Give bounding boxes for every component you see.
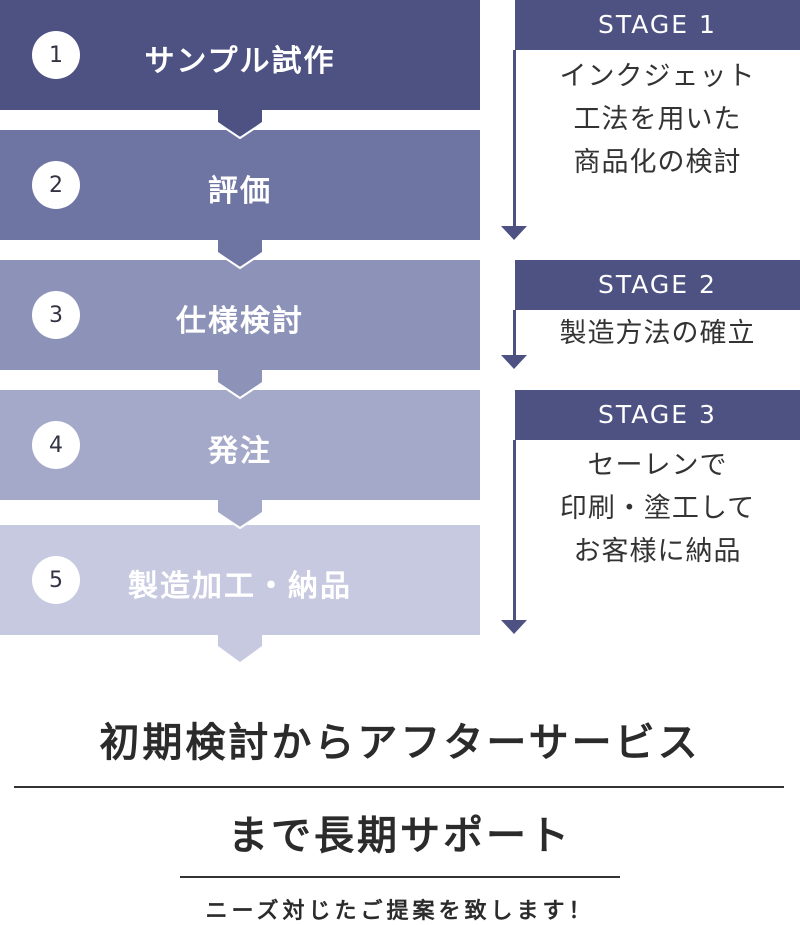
step-3: 3 仕様検討 bbox=[0, 260, 480, 370]
step-label: サンプル試作 bbox=[144, 44, 336, 79]
arrow-down-icon bbox=[501, 620, 527, 634]
step-label: 評価 bbox=[208, 174, 272, 209]
stage-3-title: STAGE 3 bbox=[515, 390, 800, 440]
headline-line-2: まで長期サポート bbox=[228, 813, 572, 859]
step-label: 製造加工・納品 bbox=[128, 569, 352, 604]
step-label: 発注 bbox=[208, 434, 272, 469]
flow-arrows bbox=[215, 108, 265, 662]
step-number: 2 bbox=[32, 161, 80, 209]
step-number: 5 bbox=[32, 556, 80, 604]
stage-1-line bbox=[513, 50, 516, 226]
headline-rule bbox=[14, 786, 784, 788]
arrow-down-icon bbox=[501, 226, 527, 240]
stage-1-title: STAGE 1 bbox=[515, 0, 800, 50]
stage-1-description: インクジェット 工法を用いた 商品化の検討 bbox=[559, 61, 756, 178]
arrow-down-icon bbox=[218, 498, 262, 528]
step-4: 4 発注 bbox=[0, 390, 480, 500]
step-1: 1 サンプル試作 bbox=[0, 0, 480, 110]
step-2: 2 評価 bbox=[0, 130, 480, 240]
arrow-down-icon bbox=[218, 238, 262, 268]
step-5: 5 製造加工・納品 bbox=[0, 525, 480, 635]
arrow-down-icon bbox=[218, 368, 262, 398]
stage-2-line bbox=[513, 310, 516, 355]
headline-line-1: 初期検討からアフターサービス bbox=[99, 720, 701, 766]
arrow-down-icon bbox=[218, 108, 262, 138]
stage-2-title: STAGE 2 bbox=[515, 260, 800, 310]
step-number: 1 bbox=[32, 31, 80, 79]
arrow-down-icon bbox=[218, 633, 262, 662]
stage-3-description: セーレンで 印刷・塗工して お客様に納品 bbox=[559, 450, 756, 567]
step-number: 3 bbox=[32, 291, 80, 339]
step-label: 仕様検討 bbox=[176, 304, 304, 339]
headline-subtext: ニーズ対じたご提案を致します！ bbox=[205, 899, 595, 924]
headline-rule bbox=[180, 876, 620, 878]
stage-3-line bbox=[513, 440, 516, 620]
stage-2-description: 製造方法の確立 bbox=[559, 318, 756, 349]
step-number: 4 bbox=[32, 421, 80, 469]
arrow-down-icon bbox=[501, 355, 527, 369]
